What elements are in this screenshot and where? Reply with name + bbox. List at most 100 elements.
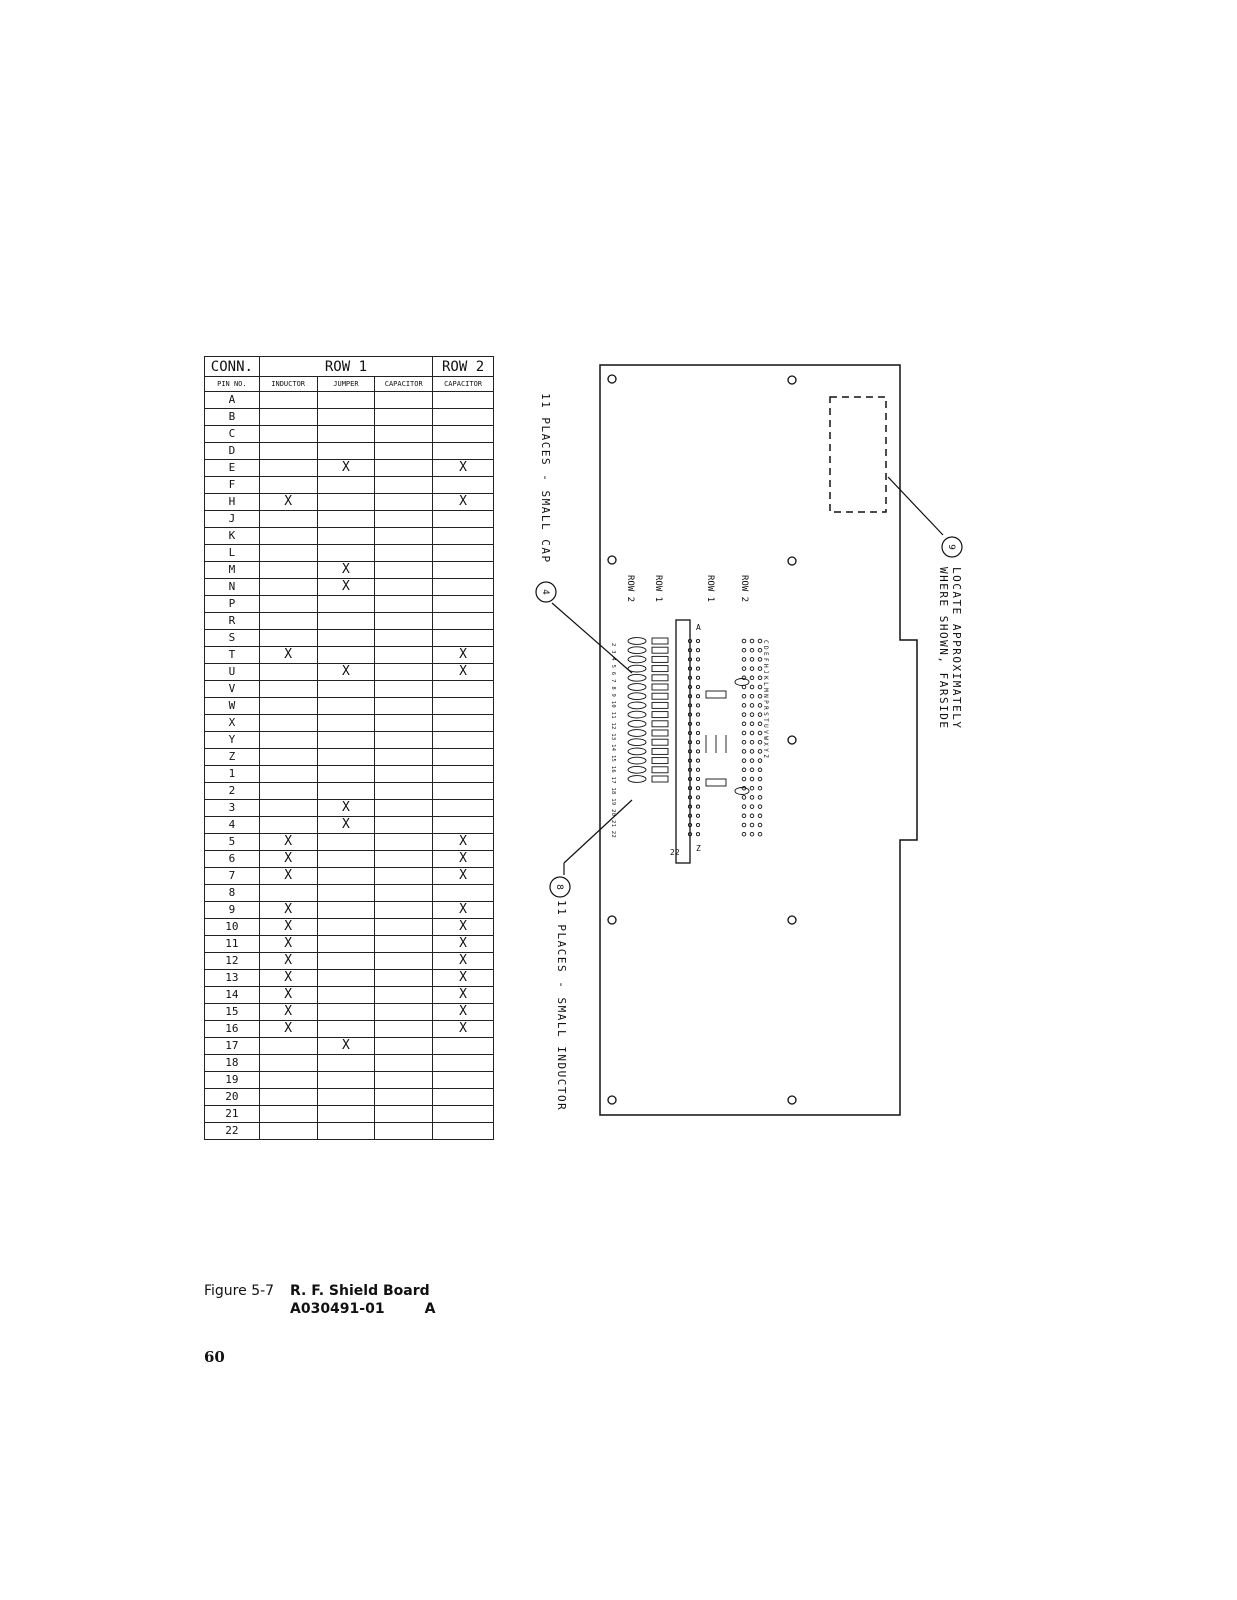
capacitor-row2-cell (432, 884, 494, 902)
capacitor-row2-cell: X (432, 867, 494, 885)
capacitor-row2-cell (432, 476, 494, 494)
solder-pad (695, 703, 701, 708)
small-capacitor (627, 775, 647, 783)
capacitor-row2-cell (432, 765, 494, 783)
capacitor-row1-cell (374, 425, 434, 443)
solder-pad (757, 831, 763, 837)
jumper-cell (316, 697, 376, 715)
jumper-cell (316, 1020, 376, 1038)
solder-pad (741, 712, 747, 717)
capacitor-row1-cell (374, 391, 434, 409)
mounting-hole (787, 375, 797, 385)
capacitor-row1-cell (374, 578, 434, 596)
solder-pad (757, 693, 763, 699)
small-capacitor (627, 701, 647, 710)
solder-pad (757, 749, 763, 754)
solder-pad (749, 804, 755, 809)
small-capacitor (627, 719, 647, 728)
capacitor-row2-cell: X (432, 952, 494, 970)
inductor-cell: X (258, 867, 318, 885)
capacitor-row1-cell (374, 969, 434, 987)
inductor-cell: X (258, 1003, 318, 1021)
mounting-hole (607, 1095, 617, 1105)
solder-pad (749, 712, 755, 717)
solder-pad (695, 813, 701, 818)
solder-pad (741, 693, 747, 699)
capacitor-row2-cell (432, 731, 494, 749)
jumper-component (705, 690, 727, 699)
solder-pad (741, 730, 747, 736)
table-row: C (204, 425, 494, 443)
pin-cell: P (204, 595, 260, 613)
solder-pad (695, 822, 701, 828)
inductor-cell (258, 1037, 318, 1055)
solder-pad (757, 684, 763, 690)
header-jumper: JUMPER (316, 376, 376, 392)
small-capacitor (627, 756, 647, 765)
pin-cell: 18 (204, 1054, 260, 1072)
inductor-cell (258, 629, 318, 647)
capacitor-row1-cell (374, 1037, 434, 1055)
header-capacitor-row1: CAPACITOR (374, 376, 434, 392)
capacitor-row1-cell (374, 459, 434, 477)
pin-cell: 9 (204, 901, 260, 919)
jumper-cell: X (316, 799, 376, 817)
table-header-row-top: CONN. ROW 1 ROW 2 (204, 356, 494, 377)
solder-pad (741, 657, 747, 662)
solder-pad (749, 831, 755, 837)
pin-cell: 10 (204, 918, 260, 936)
small-capacitor (627, 747, 647, 756)
jumper-cell (316, 476, 376, 494)
capacitor-row1-cell (374, 901, 434, 919)
table-row: 21 (204, 1105, 494, 1123)
pin-cell: 19 (204, 1071, 260, 1089)
pin-cell: 4 (204, 816, 260, 834)
jumper-cell (316, 884, 376, 902)
inductor-cell: X (258, 986, 318, 1004)
small-capacitor (627, 673, 647, 682)
small-inductor (651, 701, 669, 709)
jumper-cell (316, 850, 376, 868)
capacitor-row2-cell: X (432, 850, 494, 868)
solder-pad (695, 776, 701, 782)
jumper-cell (316, 442, 376, 460)
capacitor-row1-cell (374, 663, 434, 681)
capacitor-row1-cell (374, 765, 434, 783)
table-row: 18 (204, 1054, 494, 1072)
pin-cell: 16 (204, 1020, 260, 1038)
inductor-cell: X (258, 646, 318, 664)
solder-pad (749, 666, 755, 671)
figure-title: R. F. Shield Board (290, 1283, 430, 1299)
inductor-cell (258, 680, 318, 698)
table-row: 19 (204, 1071, 494, 1089)
solder-pad (695, 694, 701, 699)
pin-cell: L (204, 544, 260, 562)
leader-line-8-elbow (563, 799, 633, 864)
solder-pad (687, 786, 693, 791)
solder-pad (695, 749, 701, 754)
jumper-cell: X (316, 663, 376, 681)
header-row-1: ROW 1 (258, 356, 434, 377)
capacitor-row2-cell (432, 1037, 494, 1055)
capacitor-row1-cell (374, 782, 434, 800)
header-conn: CONN. (204, 356, 260, 377)
capacitor-row2-cell (432, 782, 494, 800)
capacitor-row2-cell: X (432, 935, 494, 953)
pin-cell: 5 (204, 833, 260, 851)
solder-pad (749, 684, 755, 690)
inductor-cell (258, 714, 318, 732)
pin-cell: R (204, 612, 260, 630)
solder-pad (741, 703, 747, 708)
jumper-cell (316, 527, 376, 545)
figure-label: Figure 5-7 (204, 1283, 275, 1299)
capacitor-row2-cell (432, 1071, 494, 1089)
capacitor-row1-cell (374, 595, 434, 613)
pin-cell: U (204, 663, 260, 681)
capacitor-row2-cell (432, 799, 494, 817)
jumper-cell (316, 935, 376, 953)
jumper-cell (316, 1054, 376, 1072)
solder-pad (749, 638, 755, 644)
